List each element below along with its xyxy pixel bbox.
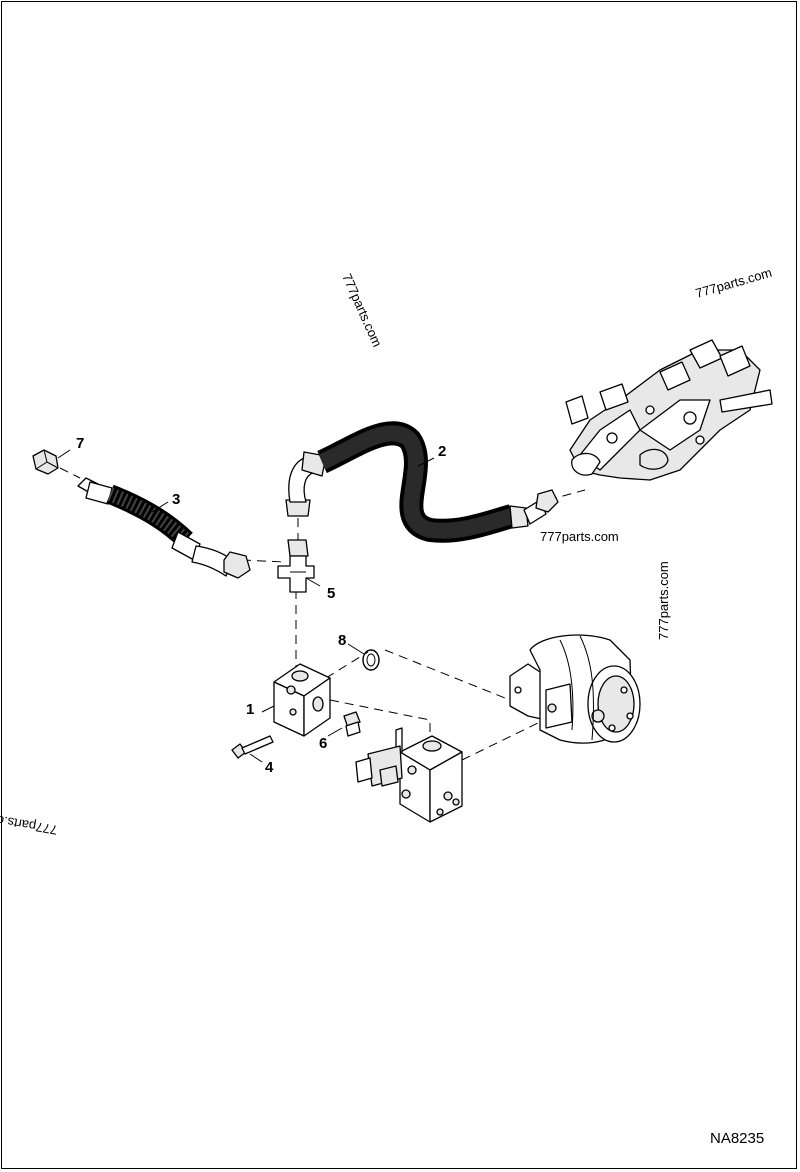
- part-6-plug: [343, 711, 361, 737]
- callout-5: 5: [327, 585, 335, 602]
- part-2-hose: [285, 421, 559, 543]
- figure-code: NA8235: [710, 1130, 764, 1147]
- part-4-bolt: [231, 735, 274, 759]
- callout-7: 7: [76, 435, 84, 452]
- control-valve: [565, 339, 773, 481]
- watermark-center: 777parts.com: [540, 529, 619, 544]
- callout-2: 2: [438, 443, 446, 460]
- leader-lines: [57, 449, 435, 763]
- solenoid-valve: [355, 727, 463, 823]
- part-7-nut: [32, 449, 59, 475]
- watermark-upside-down: 777parts.c: [0, 812, 59, 837]
- callout-3: 3: [172, 491, 180, 508]
- part-5-tee: [277, 539, 315, 593]
- callout-6: 6: [319, 735, 327, 752]
- part-8-o-ring: [362, 649, 380, 671]
- part-3-hose: [77, 477, 251, 579]
- callout-1: 1: [246, 701, 254, 718]
- callout-4: 4: [265, 759, 274, 776]
- part-1-block: [273, 663, 331, 737]
- watermark-vertical: 777parts.com: [656, 561, 671, 640]
- pump-motor: [509, 634, 641, 744]
- watermark-rotated: 777parts.com: [339, 271, 385, 349]
- callout-8: 8: [338, 632, 346, 649]
- watermark-top-right: 777parts.com: [694, 265, 774, 301]
